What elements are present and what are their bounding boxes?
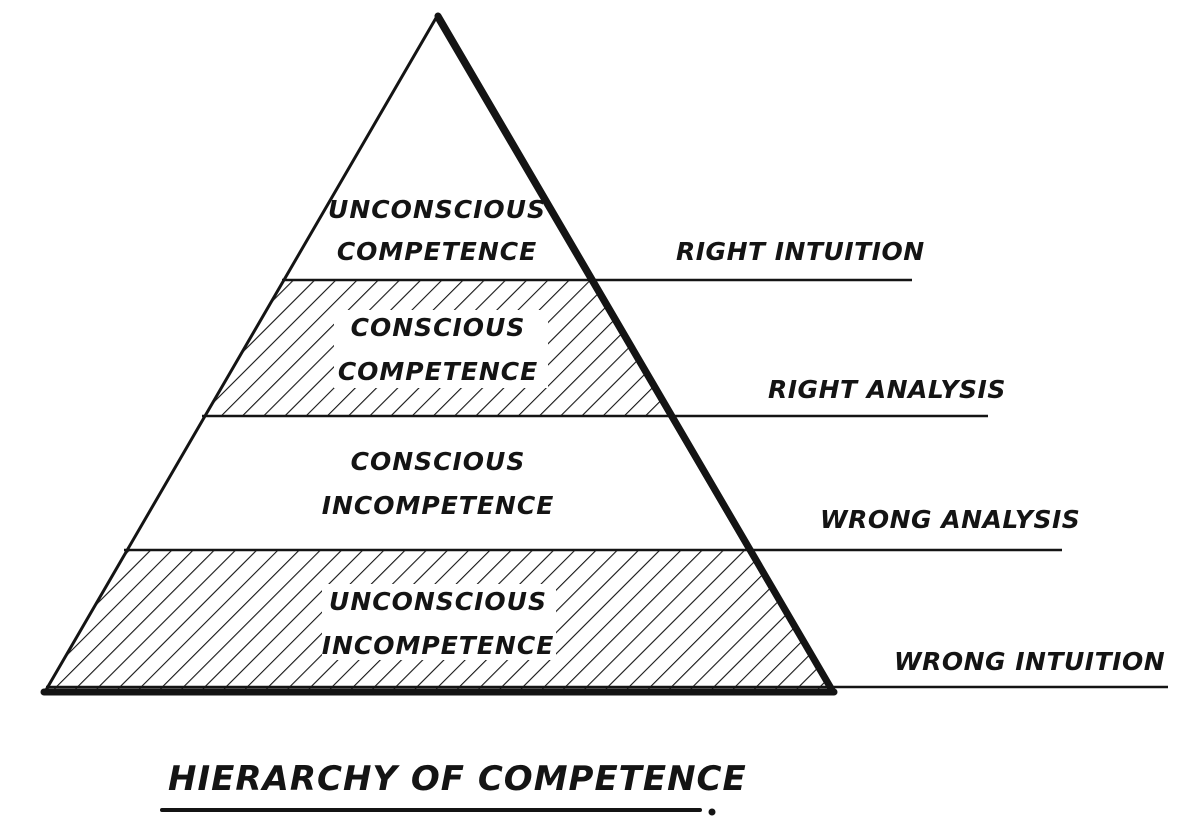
diagram-title: HIERARCHY OF COMPETENCE xyxy=(168,759,747,799)
label-box-unconscious-incompetence xyxy=(322,584,556,660)
level-2-line-1: CONSCIOUS xyxy=(351,313,526,342)
label-box-conscious-competence xyxy=(334,310,548,388)
level-3-line-2: INCOMPETENCE xyxy=(322,491,555,520)
level-1-line-1: UNCONSCIOUS xyxy=(328,195,546,224)
side-label-right-intuition: RIGHT INTUITION xyxy=(676,237,925,266)
level-3-line-1: CONSCIOUS xyxy=(351,447,526,476)
level-2-line-2: COMPETENCE xyxy=(338,357,538,386)
level-4-line-2: INCOMPETENCE xyxy=(322,631,555,660)
side-label-right-analysis: RIGHT ANALYSIS xyxy=(768,375,1006,404)
side-label-wrong-analysis: WRONG ANALYSIS xyxy=(820,505,1080,534)
pyramid-right-edge xyxy=(434,12,836,694)
title-underline-dot xyxy=(708,808,716,816)
level-1-line-2: COMPETENCE xyxy=(337,237,537,266)
side-label-wrong-intuition: WRONG INTUITION xyxy=(894,647,1165,676)
level-4-line-1: UNCONSCIOUS xyxy=(329,587,547,616)
